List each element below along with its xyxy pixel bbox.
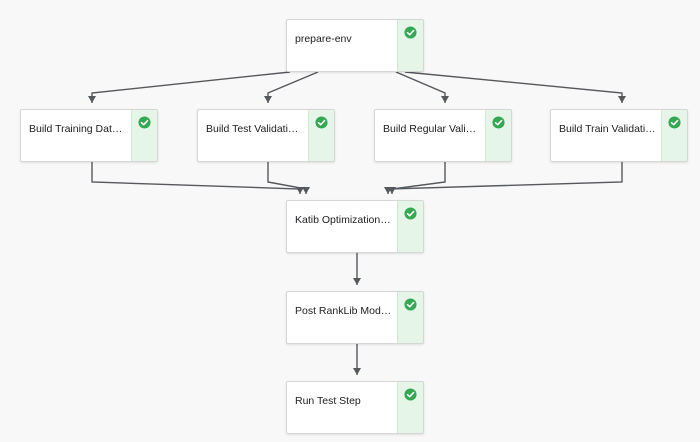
edge-prepare-env-to-build-test-validation — [264, 71, 319, 103]
check-circle-icon — [315, 116, 328, 129]
node-prepare-env[interactable]: prepare-env — [286, 19, 424, 72]
node-label: Build Test Validati… — [206, 123, 299, 135]
node-label: prepare-env — [295, 33, 352, 45]
edge-build-train-validation-to-katib-optimization — [384, 161, 623, 194]
node-katib-optimization[interactable]: Katib Optimization… — [286, 200, 424, 253]
check-circle-icon — [492, 116, 505, 129]
edge-prepare-env-to-build-regular-validation — [395, 71, 449, 103]
check-circle-icon — [404, 388, 417, 401]
node-label: Post RankLib Mod… — [295, 305, 392, 317]
check-circle-icon — [668, 116, 681, 129]
edge-prepare-env-to-build-training-data — [88, 71, 291, 103]
status-indicator — [661, 110, 687, 161]
status-indicator — [397, 201, 423, 252]
node-label: Katib Optimization… — [295, 214, 391, 226]
node-label: Build Training Dat… — [29, 123, 123, 135]
node-label: Build Train Validati… — [559, 123, 656, 135]
node-label: Run Test Step — [295, 395, 361, 407]
status-indicator — [397, 292, 423, 343]
node-post-ranklib-model[interactable]: Post RankLib Mod… — [286, 291, 424, 344]
node-label: Build Regular Vali… — [383, 123, 477, 135]
node-build-regular-validation[interactable]: Build Regular Vali… — [374, 109, 512, 162]
status-indicator — [397, 20, 423, 71]
status-indicator — [308, 110, 334, 161]
edge-build-test-validation-to-katib-optimization — [267, 161, 310, 194]
node-run-test-step[interactable]: Run Test Step — [286, 381, 424, 434]
node-build-training-data[interactable]: Build Training Dat… — [20, 109, 158, 162]
check-circle-icon — [404, 298, 417, 311]
edge-build-training-data-to-katib-optimization — [91, 161, 304, 194]
status-indicator — [131, 110, 157, 161]
status-indicator — [397, 382, 423, 433]
check-circle-icon — [404, 26, 417, 39]
status-indicator — [485, 110, 511, 161]
check-circle-icon — [138, 116, 151, 129]
edge-prepare-env-to-build-train-validation — [404, 71, 626, 103]
node-build-train-validation[interactable]: Build Train Validati… — [550, 109, 688, 162]
node-build-test-validation[interactable]: Build Test Validati… — [197, 109, 335, 162]
check-circle-icon — [404, 207, 417, 220]
edge-build-regular-validation-to-katib-optimization — [388, 161, 446, 194]
